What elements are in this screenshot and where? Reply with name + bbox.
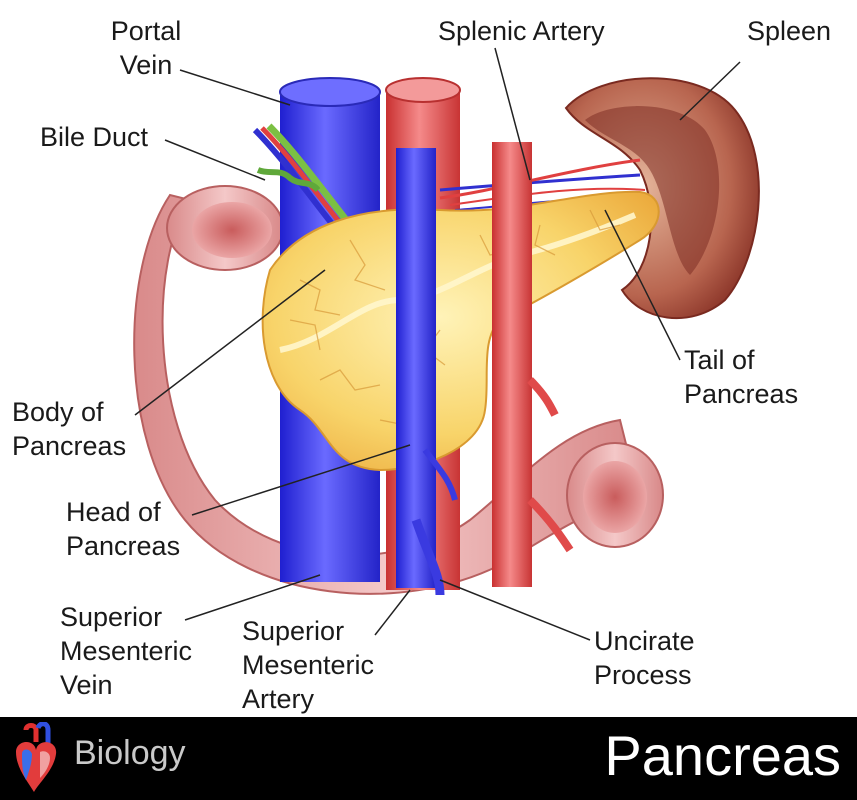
- footer-category: Biology: [74, 734, 186, 772]
- label-head-of-pancreas: Head of Pancreas: [66, 497, 181, 561]
- spleen-shape: [564, 77, 760, 320]
- label-splenic-artery: Splenic Artery: [438, 16, 605, 46]
- superior-mesenteric-artery-shape: [492, 142, 574, 587]
- footer-bar: Biology Pancreas: [0, 717, 857, 800]
- superior-mesenteric-vein-shape: [396, 148, 458, 596]
- heart-icon: [16, 722, 57, 792]
- label-spleen: Spleen: [747, 16, 832, 46]
- label-portal-vein: Portal Vein: [110, 16, 182, 80]
- label-superior-mesenteric-artery: Superior Mesenteric Artery: [242, 616, 375, 714]
- label-bile-duct: Bile Duct: [40, 122, 149, 152]
- label-superior-mesenteric-vein: Superior Mesenteric Vein: [60, 602, 193, 700]
- label-uncinate-process: Uncirate Process: [594, 626, 695, 690]
- leader-lines: [134, 47, 741, 641]
- label-body-of-pancreas: Body of Pancreas: [12, 397, 127, 461]
- label-tail-of-pancreas: Tail of Pancreas: [684, 345, 799, 409]
- footer-title: Pancreas: [604, 724, 841, 787]
- pancreas-shape: [261, 190, 660, 472]
- pancreas-anatomy-illustration: [133, 47, 760, 641]
